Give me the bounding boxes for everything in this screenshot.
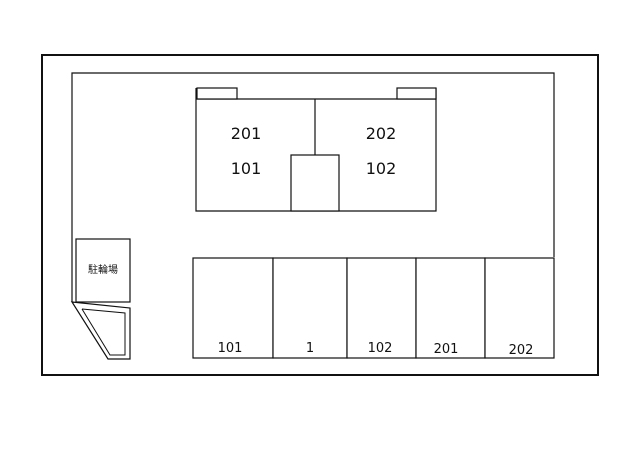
bicycle-parking: 駐輪場	[70, 238, 131, 360]
bicycle-parking-annex	[70, 301, 131, 360]
unit-label-upper-left: 201	[231, 124, 262, 143]
parking-space	[192, 257, 274, 359]
lot-outline	[71, 72, 555, 302]
bicycle-parking-area	[75, 238, 131, 303]
property-boundary	[41, 54, 599, 376]
parking-space	[484, 257, 555, 359]
parking-space-label: 102	[368, 341, 393, 356]
building-balcony-right	[396, 87, 437, 100]
building: 201 202 101 102	[195, 87, 437, 212]
parking-lot: 101 1 102 201 202	[192, 257, 555, 359]
parking-space	[272, 257, 348, 359]
unit-label-lower-left: 101	[231, 159, 262, 178]
bicycle-parking-annex-inner	[81, 308, 126, 356]
building-balcony-left	[196, 87, 238, 100]
unit-label-upper-right: 202	[366, 124, 397, 143]
bicycle-parking-label: 駐輪場	[88, 263, 118, 276]
parking-space-label: 1	[306, 341, 314, 356]
parking-space	[415, 257, 486, 359]
parking-space-label: 202	[509, 343, 534, 358]
building-stairwell	[290, 154, 340, 212]
unit-label-lower-right: 102	[366, 159, 397, 178]
parking-space-label: 201	[434, 342, 459, 357]
parking-space-label: 101	[218, 341, 243, 356]
